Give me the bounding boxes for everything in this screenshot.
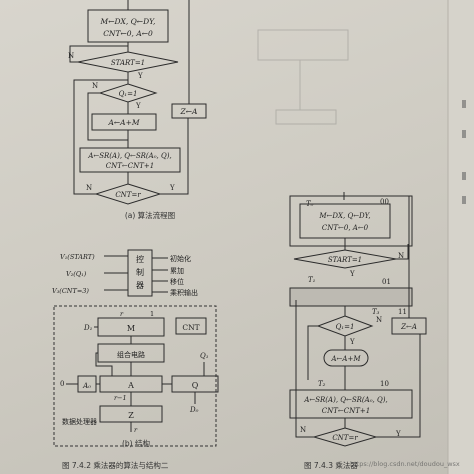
yes-label: Y: [349, 338, 355, 346]
input-q1: V₂(Q₁): [66, 270, 87, 278]
cnt-loop-line: [73, 79, 128, 195]
input-start: V₁(START): [60, 253, 95, 261]
figure-caption-left: 图 7.4.2 乘法器的算法与结构二: [62, 460, 169, 470]
no-label: N: [398, 252, 404, 260]
d1-label: D₁: [83, 324, 93, 332]
q-label: Q: [192, 381, 199, 390]
margin-marks: [462, 100, 466, 204]
state-t0: [289, 195, 413, 247]
a-label: A: [127, 381, 134, 390]
watermark: https://blog.csdn.net/doudou_wsx: [350, 460, 460, 468]
cnt-label: CNT: [182, 323, 199, 332]
a0-label: A₀: [82, 382, 91, 390]
t1-label: T₁: [308, 276, 316, 284]
cnt-condition: CNT=r: [115, 191, 141, 199]
init-line-1: M←DX, Q←DY,: [100, 17, 156, 26]
bleed-through: [257, 29, 349, 125]
width-r-top: r: [120, 310, 124, 318]
t3-label: T₃: [372, 308, 380, 316]
comb-label: 组合电路: [117, 350, 145, 359]
shift-line-1: A←SR(A), Q←SR(A₀, Q),: [87, 152, 171, 160]
no-label: N: [376, 316, 382, 324]
add-box: [323, 349, 369, 367]
shift-box: [79, 147, 181, 173]
cnt-yes: [376, 334, 421, 438]
no-label: N: [68, 52, 74, 60]
caption-a: (a) 算法流程图: [125, 210, 175, 220]
q1-condition: Q₁=1: [336, 323, 355, 331]
t2-label: T₂: [318, 380, 326, 388]
controller-char-3: 器: [136, 281, 144, 290]
yes-label: Y: [349, 270, 355, 278]
cnt-diamond: [94, 183, 162, 205]
datapath: r 1 M D₁ CNT 组合电路 Q₁ 0 A₀ A Q r−1 D₀: [53, 305, 219, 448]
state-bar-t1: [290, 288, 412, 306]
no-label: N: [92, 82, 98, 90]
state-t1: [289, 287, 413, 307]
cnt-condition: CNT=r: [332, 434, 358, 442]
z-op: Z←A: [400, 323, 417, 331]
next-page-edge: [448, 0, 474, 474]
datapath-title: 数据处理器: [62, 417, 97, 426]
controller-char-2: 制: [136, 267, 144, 277]
code-10: 10: [380, 380, 389, 388]
state-t2: [289, 389, 413, 419]
yes-label: Y: [137, 72, 143, 80]
start-condition: START=1: [328, 256, 362, 264]
controller-box: [127, 249, 153, 297]
code-00: 00: [380, 198, 389, 206]
yes-label: Y: [395, 430, 401, 438]
init-line-1: M←DX, Q←DY,: [318, 212, 370, 220]
init-line-2: CNT←0, A←0: [103, 29, 153, 38]
shift-line-2: CNT←CNT+1: [106, 162, 154, 170]
right-flowchart: T₀ 00 M←DX, Q←DY, CNT←0, A←0 START=1 N Y…: [289, 192, 427, 447]
init-box: [299, 203, 391, 239]
init-line-2: CNT←0, A←0: [322, 224, 369, 232]
shift-line-1: A←SR(A), Q←SR(A₀, Q),: [303, 396, 387, 404]
caption-b: (b) 结构: [122, 438, 150, 448]
code-01: 01: [382, 278, 391, 286]
yes-label: Y: [169, 184, 175, 192]
figure-caption-right: 图 7.4.3 乘法器: [304, 460, 358, 470]
shift-line-2: CNT←CNT+1: [322, 407, 370, 415]
output-init: 初始化: [170, 254, 191, 263]
cnt-register: [175, 317, 207, 335]
start-loop: [396, 244, 409, 260]
input-cnt: V₃(CNT=3): [52, 287, 89, 295]
add-op: A←A+M: [107, 118, 139, 127]
bit-one: 1: [150, 310, 154, 318]
a-feedback: [95, 352, 113, 376]
start-diamond: [293, 249, 397, 269]
z-op: Z←A: [180, 107, 198, 116]
q1-no-bypass: [307, 325, 318, 380]
cnt-yes-line: [160, 118, 189, 195]
start-loop-line: [69, 45, 128, 63]
cnt-diamond: [312, 427, 378, 447]
left-flowchart: M←DX, Q←DY, CNT←0, A←0 START=1 N Y Q₁=1 …: [68, 0, 207, 220]
no-label: N: [86, 184, 92, 192]
start-condition: START=1: [111, 59, 145, 67]
control-block: V₁(START) V₂(Q₁) V₃(CNT=3) 控 制 器 初始化 累加 …: [52, 249, 198, 297]
q1-condition: Q₁=1: [119, 90, 138, 98]
q1-out-label: Q₁: [200, 352, 209, 360]
add-box: [91, 113, 157, 131]
output-shift: 移位: [170, 277, 184, 286]
width-r-minus-1: r−1: [114, 394, 127, 402]
controller-char-1: 控: [136, 254, 144, 264]
cnt-loop: [295, 300, 314, 438]
output-product: 乘积输出: [170, 288, 198, 297]
code-11: 11: [398, 308, 407, 316]
zero-input: 0: [60, 380, 64, 388]
d0-label: D₀: [189, 406, 199, 414]
m-label: M: [127, 324, 135, 333]
z-label: Z: [128, 411, 134, 420]
q1-no-bypass: [87, 92, 128, 141]
no-label: N: [300, 426, 306, 434]
width-r-bottom: r: [134, 426, 138, 434]
output-acc: 累加: [170, 266, 184, 275]
yes-label: Y: [135, 102, 141, 110]
add-op: A←A+M: [330, 355, 361, 363]
